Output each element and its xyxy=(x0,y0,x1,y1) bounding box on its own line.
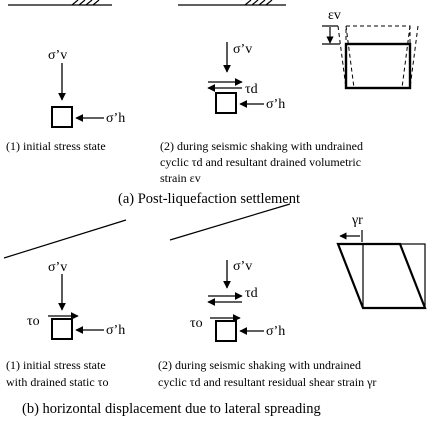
cyclic-shear-dashed-right-2 xyxy=(409,25,419,89)
sigma-v-label-a1: σ’v xyxy=(48,48,67,63)
caption-a2-line2: cyclic τd and resultant drained volumetr… xyxy=(160,155,362,169)
gamma-r-label: γr xyxy=(351,213,363,228)
ground-surface-a2 xyxy=(178,0,286,6)
part-b-state1: σ’v τo σ’h xyxy=(3,219,127,340)
tau-d-label-b2: τd xyxy=(245,286,258,301)
caption-a2-line3: strain εv xyxy=(160,171,201,185)
tau-o-label-b2: τo xyxy=(190,316,203,331)
original-element-dashed xyxy=(345,25,411,89)
sloping-ground-b2 xyxy=(169,203,291,241)
tau-d-label-a2: τd xyxy=(245,82,258,97)
part-a-state1: σ’v σ’h xyxy=(8,0,125,128)
sigma-v-label-a2: σ’v xyxy=(233,42,252,57)
cyclic-shear-dashed-right xyxy=(401,25,411,89)
tau-o-label-b1: τo xyxy=(27,314,40,329)
caption-b2-line2: cyclic τd and resultant residual shear s… xyxy=(158,375,377,389)
sloping-ground-b1 xyxy=(3,219,127,259)
part-b-state2: σ’v τd τo σ’h xyxy=(169,203,291,342)
sigma-h-label-b1: σ’h xyxy=(106,323,125,338)
soil-element-b2 xyxy=(215,320,237,342)
soil-element-b1 xyxy=(51,318,73,340)
cyclic-shear-dashed-left-2 xyxy=(337,25,347,89)
sigma-h-label-a1: σ’h xyxy=(106,111,125,126)
caption-a2-line1: (2) during seismic shaking with undraine… xyxy=(160,139,363,153)
heading-b: (b) horizontal displacement due to later… xyxy=(22,401,321,417)
soil-element-a1 xyxy=(51,106,73,128)
ground-surface-a1 xyxy=(8,0,112,6)
cyclic-shear-dashed-left xyxy=(345,25,355,89)
settlement-deformation-diagram: εv xyxy=(322,8,419,90)
caption-b2-line1: (2) during seismic shaking with undraine… xyxy=(158,358,361,372)
sheared-element xyxy=(336,242,427,310)
eps-v-label: εv xyxy=(328,8,341,23)
caption-a1: (1) initial stress state xyxy=(6,139,106,153)
sigma-h-label-b2: σ’h xyxy=(266,324,285,339)
sigma-v-label-b2: σ’v xyxy=(233,259,252,274)
caption-b1-line2: with drained static τo xyxy=(6,375,109,389)
soil-element-a2 xyxy=(215,92,237,114)
sigma-v-label-b1: σ’v xyxy=(48,260,67,275)
part-a-state2: σ’v τd σ’h xyxy=(178,0,286,114)
original-square-element xyxy=(362,243,426,309)
shear-deformation-diagram: γr xyxy=(336,213,427,310)
heading-a: (a) Post-liquefaction settlement xyxy=(118,191,301,207)
caption-b1-line1: (1) initial stress state xyxy=(6,358,106,372)
settled-element xyxy=(344,42,412,90)
sigma-h-label-a2: σ’h xyxy=(266,97,285,112)
